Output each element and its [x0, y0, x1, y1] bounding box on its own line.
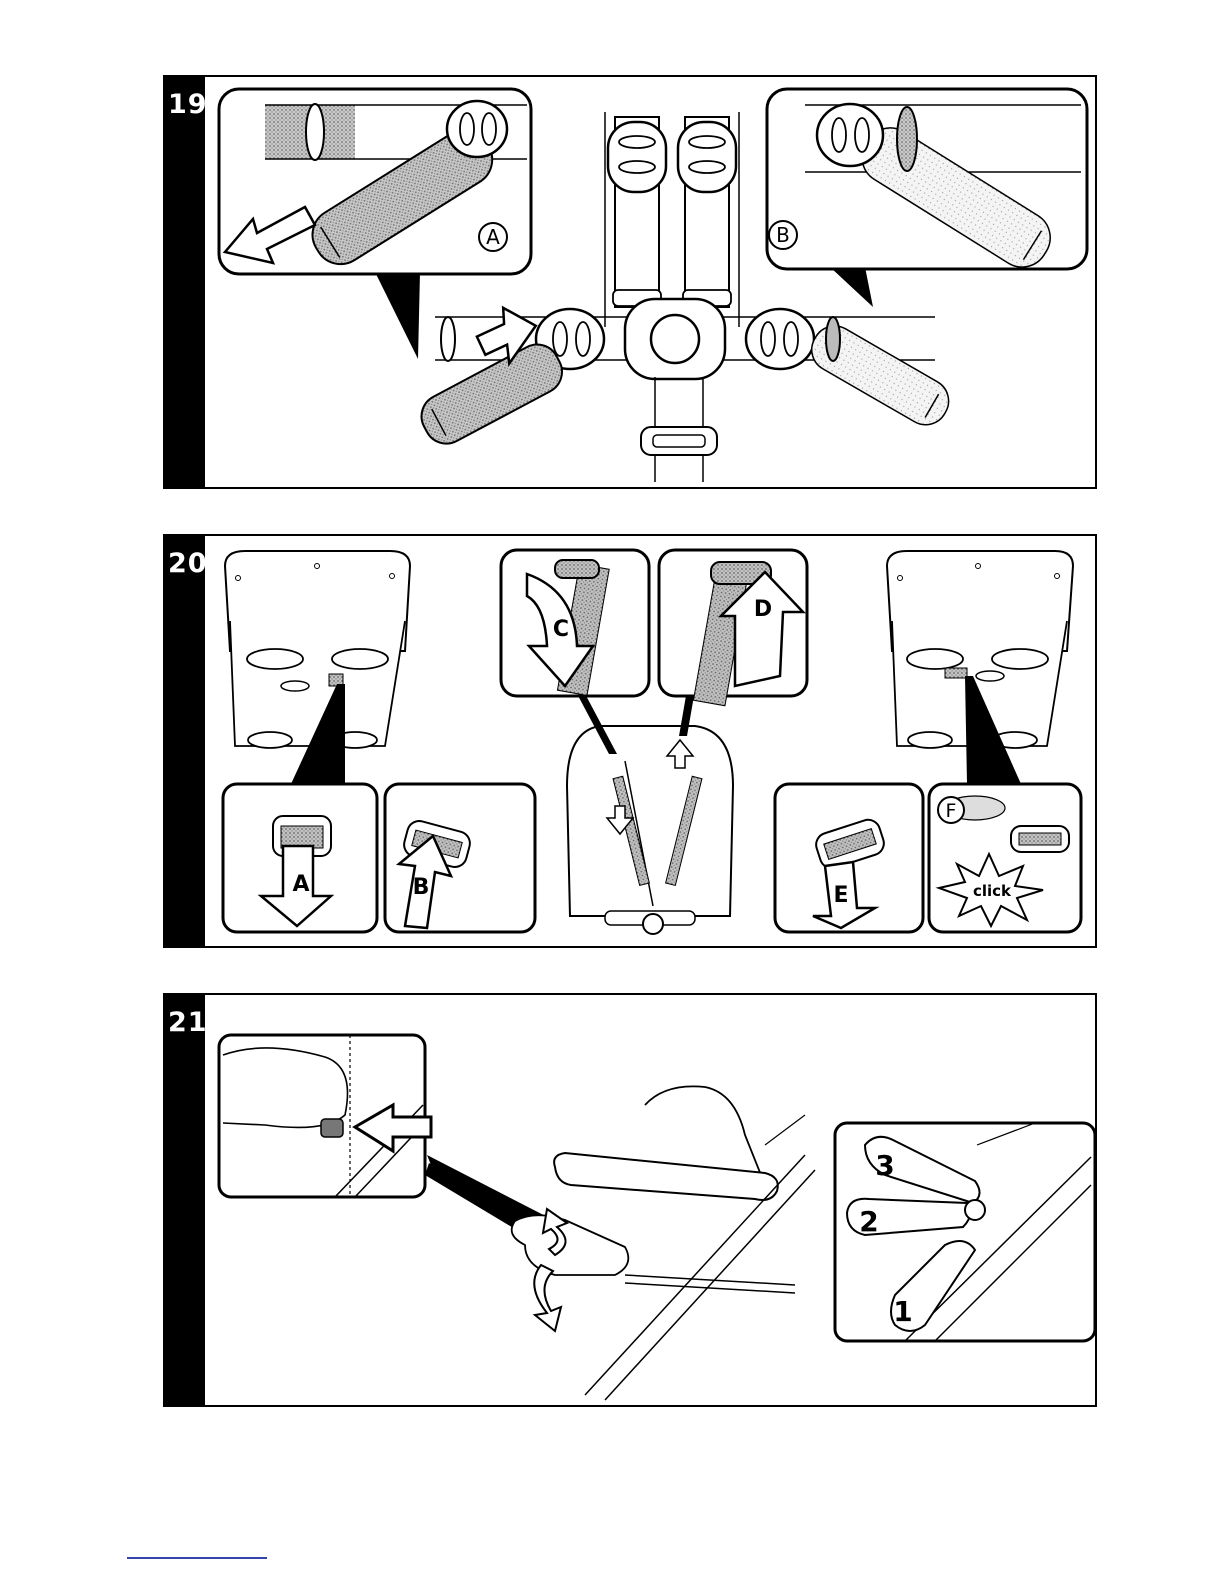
step-20-panel: 20: [163, 534, 1097, 948]
step-19-illustration: A B: [205, 77, 1095, 487]
position-label-3: 3: [875, 1149, 894, 1182]
callout-c-box: C: [501, 550, 649, 696]
callout-label-d: D: [754, 597, 772, 622]
step-21-panel: 21: [163, 993, 1097, 1407]
callout-label-a: A: [486, 225, 500, 249]
step-number: 19: [168, 89, 208, 120]
callout-f-box: F click: [929, 784, 1081, 932]
click-label: click: [973, 882, 1012, 900]
callout-a-box: A: [223, 784, 377, 932]
callout-label-f: F: [946, 800, 957, 822]
harness-adjust-diagram: A B: [205, 77, 1095, 487]
footrest-adjust-diagram: 3 2 1: [205, 995, 1095, 1405]
stroller-seat: [512, 1086, 815, 1400]
step-20-illustration: C D A: [205, 536, 1095, 946]
footrest-positions-detail: 3 2 1: [835, 1123, 1095, 1341]
callout-b-box: B: [767, 89, 1087, 277]
seat-center: [567, 690, 733, 934]
callout-label-b: B: [413, 875, 430, 900]
callout-a-box: A: [219, 89, 531, 274]
seat-right: [887, 551, 1073, 784]
callout-d-box: D: [659, 550, 807, 706]
crotch-strap-diagram: C D A: [205, 536, 1095, 946]
callout-label-c: C: [553, 617, 569, 642]
callout-label-b: B: [776, 223, 790, 247]
step-number-bar: 20: [165, 536, 205, 946]
position-label-2: 2: [859, 1205, 878, 1238]
step-number: 20: [168, 548, 208, 579]
callout-label-a: A: [292, 872, 309, 897]
seat-left: [225, 551, 410, 784]
step-21-illustration: 3 2 1: [205, 995, 1095, 1405]
footer-link-underline: [127, 1557, 267, 1559]
callout-label-e: E: [833, 883, 848, 908]
step-number: 21: [168, 1007, 208, 1038]
step-number-bar: 21: [165, 995, 205, 1405]
callout-e-box: E: [775, 784, 923, 932]
footrest-release-detail: [219, 1035, 431, 1197]
callout-b-box: B: [385, 784, 535, 932]
step-number-bar: 19: [165, 77, 205, 487]
step-19-panel: 19: [163, 75, 1097, 489]
position-label-1: 1: [893, 1295, 912, 1328]
